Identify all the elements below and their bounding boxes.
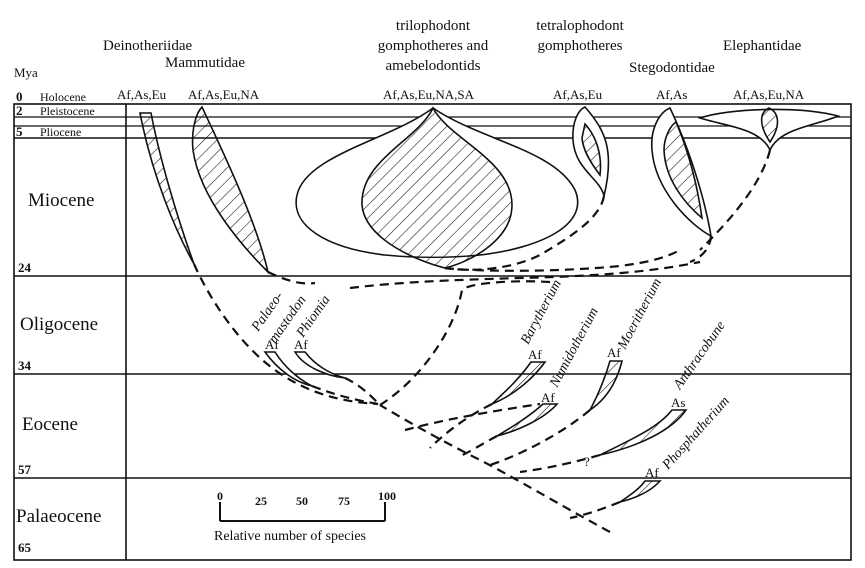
palaeomastodon-branch bbox=[311, 384, 379, 406]
holocene-mya: 0 bbox=[16, 89, 23, 104]
trilophodont-heading-2: gomphotheres and bbox=[378, 38, 489, 54]
stegodontidae-inner-spindle bbox=[663, 120, 704, 220]
pleistocene-label: Pleistocene bbox=[40, 104, 95, 118]
mammutidae-spindle bbox=[191, 105, 270, 275]
tetralophodont-regions: Af,As,Eu bbox=[553, 87, 603, 102]
mammutidae-heading: Mammutidae bbox=[165, 55, 245, 71]
scale-label-100: 100 bbox=[378, 489, 396, 503]
miocene-label: Miocene bbox=[28, 190, 94, 211]
eocene-mya: 57 bbox=[18, 462, 32, 477]
palaeomastodon-wedge bbox=[263, 351, 313, 387]
tetralophodont-heading-1: tetralophodont bbox=[536, 18, 624, 34]
mammutidae-regions: Af,As,Eu,NA bbox=[188, 87, 260, 102]
proboscidea-trunk bbox=[379, 280, 551, 406]
species-scale-bar bbox=[219, 502, 386, 522]
phiomia-wedge bbox=[293, 351, 346, 379]
barytherium-wedge bbox=[491, 361, 547, 405]
miocene-mya: 24 bbox=[18, 260, 32, 275]
pleistocene-mya: 2 bbox=[16, 103, 23, 118]
eocene-label: Eocene bbox=[22, 414, 78, 435]
holocene-label: Holocene bbox=[40, 90, 86, 104]
numidotherium-locality: Af bbox=[541, 390, 555, 405]
trilophodont-heading-3: amebelodontids bbox=[386, 58, 481, 74]
numidotherium-label: Numidotherium bbox=[547, 305, 602, 391]
moeritherium-wedge bbox=[589, 360, 624, 411]
elephantidae-heading: Elephantidae bbox=[723, 38, 802, 54]
mammutid-link bbox=[267, 271, 316, 285]
moeritherium-locality: Af bbox=[607, 345, 621, 360]
phiomia-locality: Af bbox=[294, 337, 308, 352]
mya-label: Mya bbox=[14, 65, 38, 80]
barytherium-branch bbox=[429, 403, 493, 449]
lineage-spindles bbox=[139, 105, 841, 275]
stegodontidae-heading: Stegodontidae bbox=[629, 60, 715, 76]
palaeocene-label: Palaeocene bbox=[16, 506, 101, 527]
root-branch bbox=[379, 404, 611, 533]
trilophodont-regions: Af,As,Eu,NA,SA bbox=[383, 87, 475, 102]
phosphatherium-locality: Af bbox=[645, 465, 659, 480]
barytherium-locality: Af bbox=[528, 347, 542, 362]
pliocene-mya: 5 bbox=[16, 124, 23, 139]
anthracobune-wedge bbox=[599, 409, 688, 456]
phosphatherium-wedge bbox=[619, 480, 662, 503]
elephantid-link bbox=[699, 149, 772, 251]
scale-label-50: 50 bbox=[296, 494, 308, 508]
elephantidae-inner-spindle bbox=[760, 107, 779, 144]
unknown-locality: ? bbox=[584, 454, 590, 469]
anthracobune-label: Anthracobune bbox=[670, 319, 728, 393]
trilophodont-heading-1: trilophodont bbox=[396, 18, 471, 34]
phiomia-branch bbox=[344, 377, 381, 406]
phosphatherium-branch bbox=[569, 500, 621, 520]
scale-title: Relative number of species bbox=[214, 529, 366, 544]
deinotheriidae-spindle bbox=[139, 112, 195, 265]
tetralophodont-link bbox=[444, 195, 606, 271]
numidotherium-branch bbox=[459, 435, 498, 458]
deinotheriidae-heading: Deinotheriidae bbox=[103, 38, 192, 54]
anthracobune-branch bbox=[519, 453, 601, 474]
tetralophodont-inner-spindle bbox=[581, 122, 602, 178]
moeritherium-branch bbox=[489, 409, 591, 467]
pliocene-label: Pliocene bbox=[40, 125, 81, 139]
scale-label-25: 25 bbox=[255, 494, 267, 508]
stegodontidae-regions: Af,As bbox=[656, 87, 687, 102]
palaeocene-mya: 65 bbox=[18, 540, 32, 555]
chart-frame bbox=[13, 103, 852, 561]
deinothere-branch bbox=[192, 263, 379, 406]
numidotherium-wedge bbox=[496, 403, 559, 437]
oligocene-label: Oligocene bbox=[20, 314, 98, 335]
elephantidae-regions: Af,As,Eu,NA bbox=[733, 87, 805, 102]
deinotheriidae-regions: Af,As,Eu bbox=[117, 87, 167, 102]
barytherium-label: Barytherium bbox=[518, 277, 564, 347]
tetralophodont-heading-2: gomphotheres bbox=[538, 38, 623, 54]
phylogeny-branches bbox=[192, 149, 772, 533]
moeritherium-label: Moeritherium bbox=[615, 276, 665, 353]
scale-label-75: 75 bbox=[338, 494, 350, 508]
early-lineage-wedges bbox=[263, 351, 688, 503]
eocene-side-branch bbox=[404, 402, 541, 432]
palaeomastodon-locality: Af bbox=[265, 337, 279, 352]
oligocene-mya: 34 bbox=[18, 358, 32, 373]
anthracobune-locality: As bbox=[671, 395, 685, 410]
scale-label-0: 0 bbox=[217, 489, 223, 503]
oligocene-trunk bbox=[349, 260, 701, 290]
